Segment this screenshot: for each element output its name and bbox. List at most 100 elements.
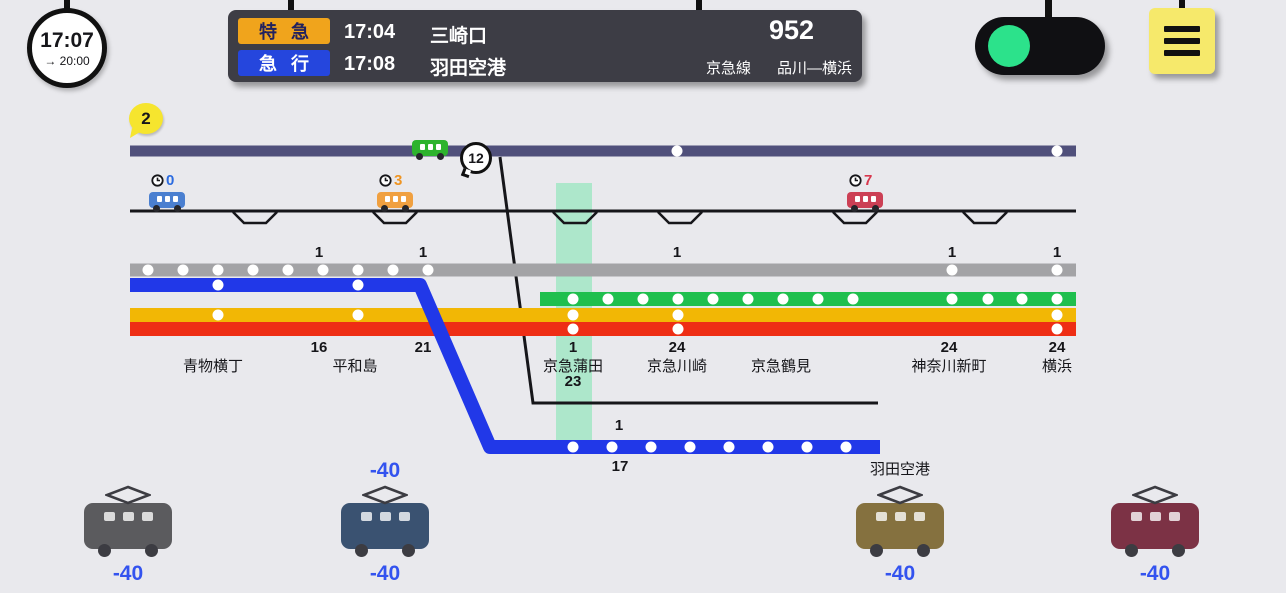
platform-notch-icon <box>832 211 878 225</box>
green-lamp-icon <box>988 25 1030 67</box>
station-dot <box>777 293 789 305</box>
destination: 羽田空港 <box>430 58 507 79</box>
train-score: -40 <box>1139 562 1171 585</box>
line-section: 品川―横浜 <box>776 60 852 77</box>
waiting-train[interactable] <box>377 192 413 213</box>
station-dot <box>672 293 684 305</box>
station-dot <box>672 309 684 321</box>
platform-notches <box>232 211 1008 225</box>
station-dot <box>946 293 958 305</box>
depot-train[interactable]: -40 <box>66 485 190 589</box>
wheel-icon <box>416 153 423 160</box>
station-dot <box>671 145 683 157</box>
station-dot <box>812 293 824 305</box>
station-dot <box>672 323 684 335</box>
train-type-badge-express: 急行 <box>238 50 330 76</box>
line-name: 京急線 <box>705 60 751 77</box>
station-dot <box>1016 293 1028 305</box>
wheel-icon <box>174 205 181 212</box>
station-dot <box>567 323 579 335</box>
end-time: → 20:00 <box>44 53 90 68</box>
train-score: -40 <box>112 562 144 585</box>
train-body <box>149 192 185 208</box>
station-dot <box>1051 309 1063 321</box>
hanger-line <box>696 0 702 12</box>
train-body <box>412 140 448 156</box>
train-count-bubble-value: 12 <box>468 150 484 166</box>
train-count-number: 952 <box>768 15 814 45</box>
depot-train[interactable]: -40-40 <box>323 459 447 589</box>
hanger-line <box>1045 0 1052 20</box>
waiting-train[interactable] <box>847 192 883 213</box>
station-dots <box>142 145 1063 453</box>
platform-notch-icon <box>657 211 703 225</box>
waiting-train[interactable] <box>149 192 185 213</box>
pantograph-icon <box>362 485 408 505</box>
wheel-icon <box>98 544 111 557</box>
wheel-icon <box>355 544 368 557</box>
station-dot <box>723 441 735 453</box>
train-count-bubble[interactable]: 12 <box>460 142 492 179</box>
station-dot <box>1051 293 1063 305</box>
station-dot <box>762 441 774 453</box>
game-clock: 17:07 → 20:00 <box>27 8 107 88</box>
bubble-tail-icon <box>130 128 140 138</box>
depot-train[interactable]: -40 <box>838 485 962 589</box>
departure-time: 17:08 <box>344 53 396 75</box>
station-dot <box>212 264 224 276</box>
wheel-icon <box>872 205 879 212</box>
station-dot <box>212 309 224 321</box>
station-dot <box>1051 145 1063 157</box>
wheel-icon <box>917 544 930 557</box>
station-dot <box>602 293 614 305</box>
station-dot <box>684 441 696 453</box>
station-dot <box>567 309 579 321</box>
station-dot <box>946 264 958 276</box>
train-body <box>84 503 172 549</box>
station-dot <box>645 441 657 453</box>
train-score-above: -40 <box>369 459 401 482</box>
signal-light[interactable] <box>975 17 1105 75</box>
wheel-icon <box>402 205 409 212</box>
station-dot <box>1051 264 1063 276</box>
destination: 三崎口 <box>430 26 488 47</box>
station-dot <box>317 264 329 276</box>
station-dot <box>422 264 434 276</box>
station-dot <box>567 293 579 305</box>
train-body <box>1111 503 1199 549</box>
train-body <box>847 192 883 208</box>
count-bubble[interactable]: 2 <box>129 103 163 138</box>
wheel-icon <box>153 205 160 212</box>
train-body <box>341 503 429 549</box>
station-dot <box>982 293 994 305</box>
running-train[interactable] <box>412 140 448 161</box>
station-dot <box>840 441 852 453</box>
pantograph-icon <box>105 485 151 505</box>
station-dot <box>352 279 364 291</box>
wheel-icon <box>1172 544 1185 557</box>
station-dot <box>212 279 224 291</box>
depot-train[interactable]: -40 <box>1093 485 1217 589</box>
station-dot <box>801 441 813 453</box>
wheel-icon <box>145 544 158 557</box>
station-dot <box>387 264 399 276</box>
wheel-icon <box>402 544 415 557</box>
station-dot <box>282 264 294 276</box>
platform-notch-icon <box>372 211 418 225</box>
platform-notch-icon <box>962 211 1008 225</box>
station-dot <box>847 293 859 305</box>
branch-connector-line <box>498 156 878 405</box>
departure-board: 特急 17:04 三崎口 急行 17:08 羽田空港 952 京急線 品川―横浜 <box>228 10 862 82</box>
wheel-icon <box>851 205 858 212</box>
hanger-line <box>1179 0 1185 12</box>
station-dot <box>707 293 719 305</box>
train-score: -40 <box>884 562 916 585</box>
current-time: 17:07 <box>40 28 94 52</box>
station-dot <box>567 441 579 453</box>
train-body <box>856 503 944 549</box>
menu-button[interactable] <box>1149 8 1215 74</box>
